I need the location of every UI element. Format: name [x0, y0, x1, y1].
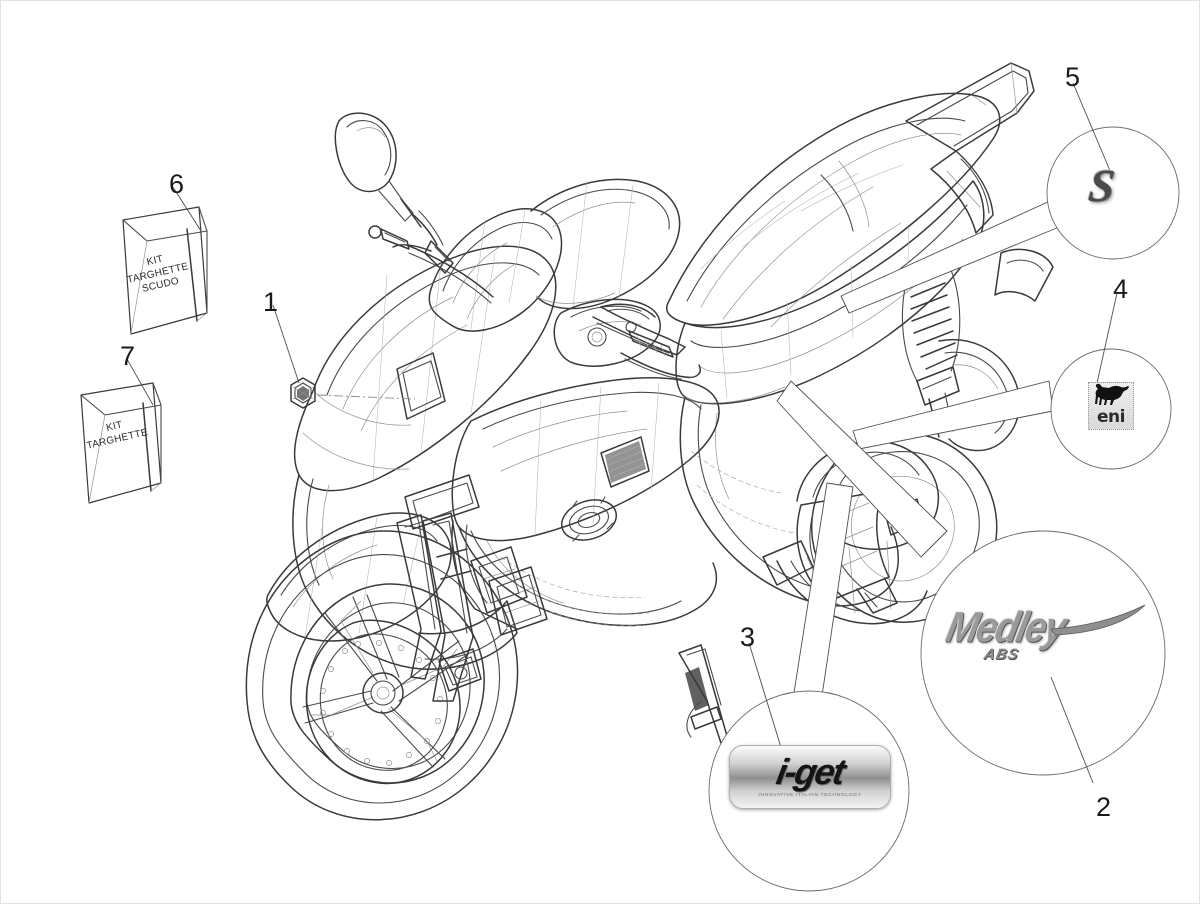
headlight-cowl-group [428, 178, 681, 367]
body-vent [600, 436, 650, 488]
callout-number-4: 4 [1113, 274, 1129, 304]
eni-wordmark: eni [1097, 407, 1125, 427]
iget-subtitle: INNOVATIVE ITALIAN TECHNOLOGY [758, 792, 862, 798]
hex-emblem-part [290, 377, 316, 409]
iget-badge-plate: i-get INNOVATIVE ITALIAN TECHNOLOGY [729, 745, 891, 809]
callout-number-2: 2 [1096, 792, 1112, 822]
callout-number-1: 1 [263, 287, 279, 317]
iget-wordmark: i-get [773, 751, 847, 793]
callout-number-5: 5 [1065, 62, 1081, 92]
wheel-spokes [302, 594, 468, 768]
callout-detail-5 [840, 126, 1180, 314]
central-body-group [451, 377, 720, 636]
bag-kit-targhette [80, 382, 162, 504]
callout-number-6: 6 [169, 169, 185, 199]
item1-centerline [316, 394, 416, 400]
bag-kit-targhette-scudo [122, 206, 208, 335]
callout-detail-2 [776, 380, 1166, 776]
callout-number-7: 7 [120, 341, 136, 371]
number-leaders [126, 82, 1118, 784]
s-badge-decal: S [1086, 160, 1118, 211]
callout-number-3: 3 [740, 622, 756, 652]
front-wheel-group [245, 474, 519, 821]
left-mirror [334, 112, 454, 274]
handlebar-group [368, 225, 701, 380]
medley-badge-decal: Medley ABS [942, 604, 1146, 663]
disc-holes [320, 640, 443, 766]
fuel-cap [560, 496, 618, 542]
medley-abs-subtext: ABS [982, 646, 1021, 663]
eni-six-legged-dog-icon [1095, 383, 1129, 405]
eni-logo-decal: eni [1088, 382, 1134, 430]
